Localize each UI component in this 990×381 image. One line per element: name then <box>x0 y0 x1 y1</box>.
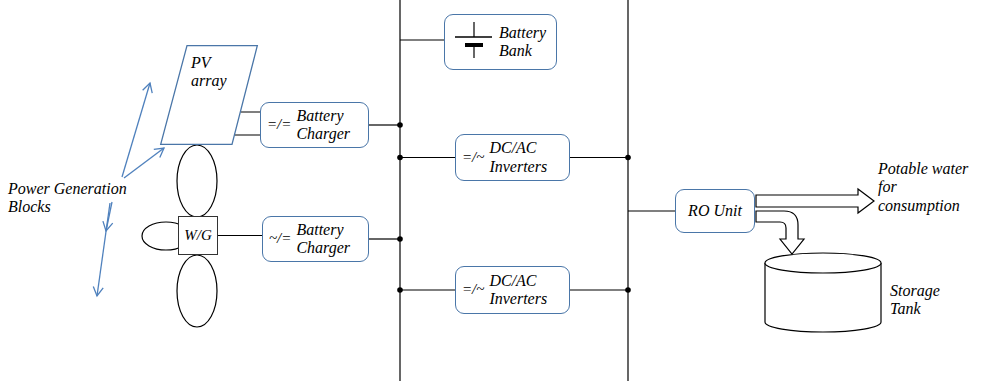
node-label: Battery Charger <box>296 107 362 144</box>
pv-array: PV array <box>160 45 258 145</box>
node-label: RO Unit <box>688 202 742 220</box>
bus-stub <box>570 289 628 290</box>
inverter-box: =/~ DC/AC Inverters <box>455 134 570 181</box>
junction-dot <box>625 287 631 293</box>
battery-symbol <box>455 22 492 58</box>
junction-dot <box>397 122 403 128</box>
caption-text: Power Generation Blocks <box>8 180 148 217</box>
node-label: Battery Bank <box>499 24 556 61</box>
junction-dot <box>397 155 403 161</box>
storage-tank <box>765 253 881 332</box>
battery-bank-box: Battery Bank <box>444 14 557 70</box>
ro-unit-box: RO Unit <box>675 189 755 233</box>
bus-stub <box>369 238 400 239</box>
water-arrows <box>756 189 874 254</box>
converter-symbol: =/~ <box>462 281 484 298</box>
bus-stub <box>369 124 400 125</box>
node-label: DC/AC Inverters <box>489 139 555 176</box>
converter-symbol: ~/= <box>269 230 291 247</box>
charger-box: =/= Battery Charger <box>260 102 369 148</box>
converter-symbol: =/~ <box>462 149 484 166</box>
node-label: DC/AC Inverters <box>489 272 555 309</box>
bus-bars <box>400 0 628 381</box>
junction-dot <box>397 236 403 242</box>
tank-label: Storage Tank <box>890 282 956 319</box>
inverter-box: =/~ DC/AC Inverters <box>455 266 570 314</box>
node-label: PV array <box>191 54 235 91</box>
output-label: Potable water for consumption <box>878 160 970 215</box>
bus-stub <box>400 157 455 158</box>
junction-dot <box>397 287 403 293</box>
wire-connector <box>218 235 262 236</box>
bus-stub <box>400 289 455 290</box>
bus-stub <box>628 210 675 211</box>
junction-dot <box>625 155 631 161</box>
wind-turbine <box>142 145 217 327</box>
converter-symbol: =/= <box>267 116 291 133</box>
node-label: W/G <box>184 227 212 244</box>
generator-box: W/G <box>178 216 218 255</box>
charger-box: ~/= Battery Charger <box>262 216 369 262</box>
wire-connector <box>235 112 260 135</box>
node-label: Battery Charger <box>296 221 362 258</box>
bus-stub <box>400 39 444 40</box>
bus-stub <box>570 157 628 158</box>
